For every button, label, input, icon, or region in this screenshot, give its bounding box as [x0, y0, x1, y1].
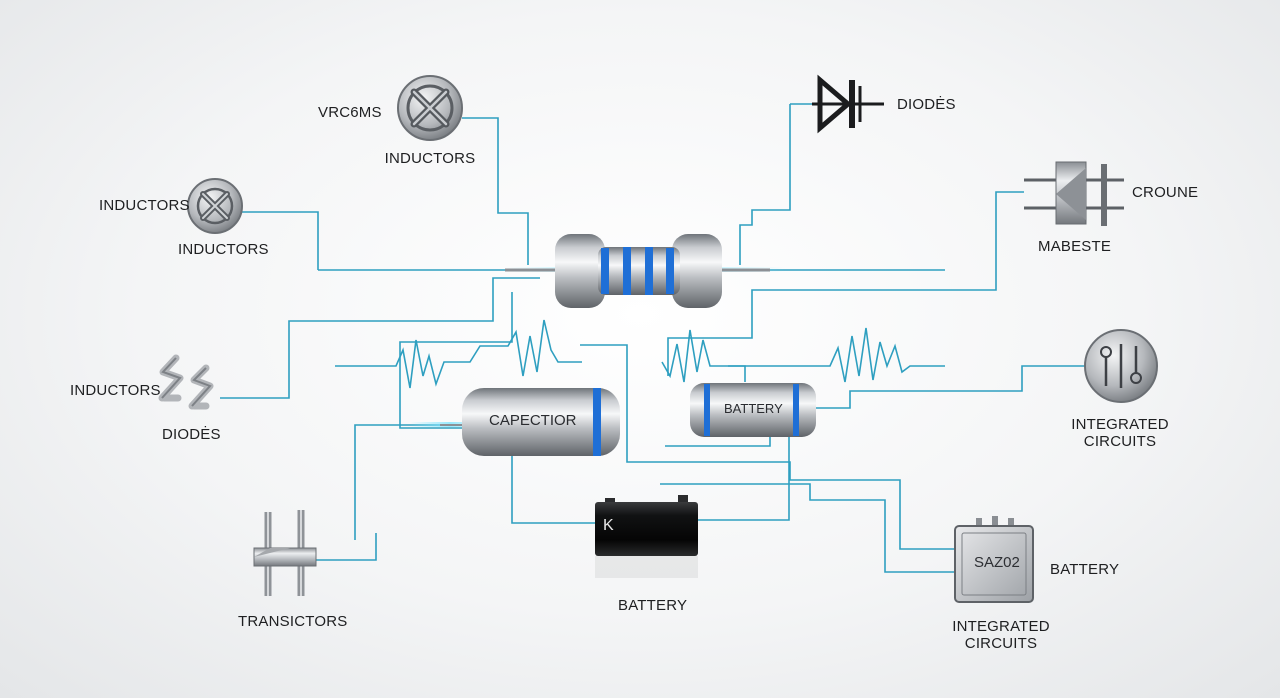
- wire-ic-right: [812, 365, 1085, 409]
- wire-cap-up: [399, 292, 513, 429]
- croune-label: CROUNE: [1132, 184, 1199, 201]
- integrated-right-line-2: CIRCUITS: [1083, 433, 1157, 450]
- diodes-top-label: DIODĖS: [897, 96, 956, 113]
- vrcems-label: VRC6MS: [318, 104, 382, 121]
- chip-text: SAZ02: [974, 554, 1020, 571]
- inductors-mid-label: INDUCTORS: [70, 382, 161, 399]
- inductors-top-label: INDUCTORS: [384, 150, 476, 167]
- small-battery-text: BATTERY: [724, 401, 783, 416]
- transistor-icon: [253, 510, 317, 596]
- waveform-3: [728, 327, 945, 383]
- battery-bottom-label: BATTERY: [618, 597, 688, 614]
- wire-capacitor-left: [354, 424, 470, 540]
- wire-croune: [667, 191, 1024, 376]
- croune-component-icon: [1024, 161, 1124, 226]
- diodes-zigzag-icon: [158, 354, 214, 410]
- inductor-knob-top-icon: [397, 75, 463, 141]
- inductor-knob-left-icon: [187, 178, 243, 234]
- black-battery-icon: [595, 495, 698, 578]
- wire-chip-2: [660, 483, 956, 573]
- wire-vrcems: [462, 117, 529, 265]
- inductors-left-label-b: INDUCTORS: [178, 241, 269, 258]
- integrated-bottom-line-2: CIRCUITS: [964, 635, 1038, 652]
- battery-right-label: BATTERY: [1050, 561, 1120, 578]
- capacitor-icon: [440, 388, 620, 456]
- mabeste-label: MABESTE: [1038, 238, 1112, 255]
- wire-capacitor-down: [511, 455, 600, 524]
- integrated-circuits-right-label: INTEGRATED CIRCUITS: [1071, 416, 1169, 450]
- wire-transistor-right: [316, 533, 377, 561]
- small-battery-icon: [690, 383, 816, 437]
- transistors-label: TRANSICTORS: [238, 613, 348, 630]
- integrated-bottom-line-1: INTEGRATED: [952, 618, 1050, 635]
- black-battery-text: K: [603, 517, 614, 534]
- inductors-left-label-a: INDUCTORS: [99, 197, 190, 214]
- integrated-right-line-1: INTEGRATED: [1071, 416, 1169, 433]
- diodes-left-label: DIODĖS: [162, 426, 221, 443]
- waveform-2: [661, 329, 746, 383]
- wire-battery-mid: [697, 435, 790, 521]
- square-chip-icon: [954, 516, 1034, 603]
- resistor-icon: [505, 234, 770, 308]
- wires: [220, 103, 1085, 573]
- wire-inductors-left: [240, 211, 319, 270]
- diode-icon: [812, 74, 884, 134]
- integrated-circuit-round-icon: [1084, 329, 1158, 403]
- wire-inductors-mid: [220, 277, 540, 399]
- wire-diode-top: [739, 103, 818, 265]
- wire-chip-1: [580, 344, 955, 550]
- capacitor-text: CAPECTIOR: [489, 412, 577, 429]
- integrated-circuits-bottom-label: INTEGRATED CIRCUITS: [952, 618, 1050, 652]
- waveform-1: [335, 319, 582, 389]
